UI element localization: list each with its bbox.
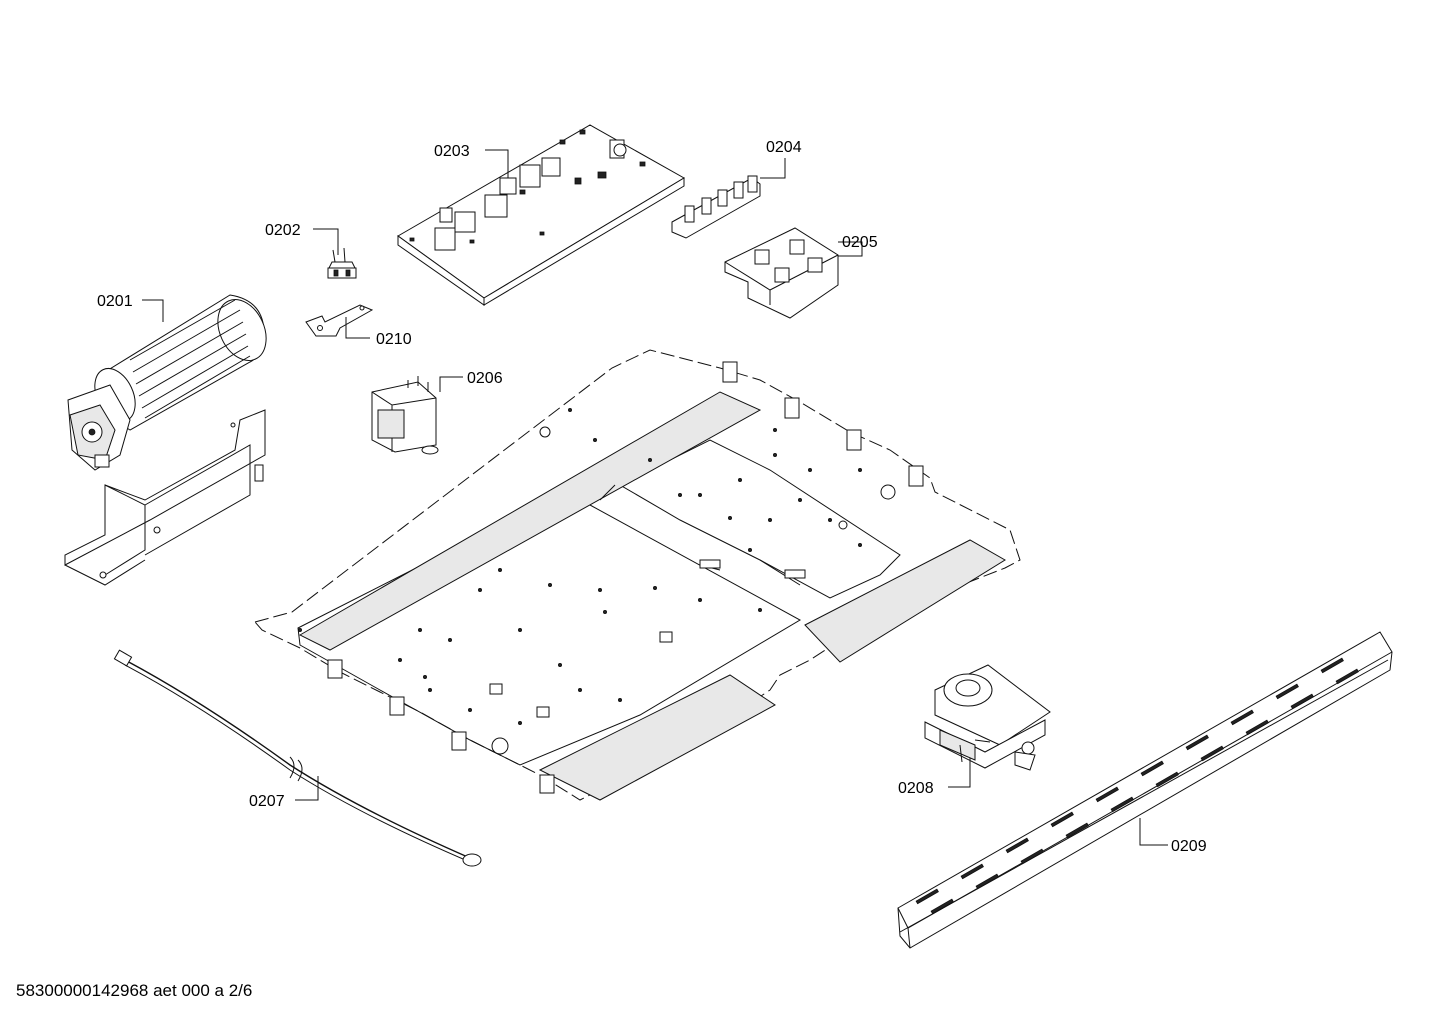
- label-0207: 0207: [249, 793, 285, 810]
- part-0201-tangential-fan: [67, 294, 267, 471]
- part-0205-connector-housing: [724, 227, 839, 319]
- leader-lines: [142, 149, 1168, 846]
- part-0202-thermostat: [327, 247, 357, 279]
- part-0207-wire: [113, 649, 482, 867]
- fan-bracket: [64, 409, 266, 586]
- label-0205: 0205: [842, 234, 878, 251]
- part-0203-control-board: [397, 124, 685, 306]
- label-0203: 0203: [434, 143, 470, 160]
- part-0206-transformer: [371, 376, 439, 455]
- label-0209: 0209: [1171, 838, 1207, 855]
- part-0204-connector-strip: [671, 175, 761, 239]
- label-0201: 0201: [97, 293, 133, 310]
- part-0209-rail: [897, 631, 1393, 949]
- label-0210: 0210: [376, 331, 412, 348]
- label-0208: 0208: [898, 780, 934, 797]
- document-footer-id: 58300000142968 aet 000 a 2/6: [16, 981, 253, 1000]
- part-labels: 0201 0202 0203 0204 0205 0206 0207 0208 …: [97, 139, 1207, 855]
- part-0208-motor-assembly: [924, 664, 1051, 771]
- label-0204: 0204: [766, 139, 802, 156]
- label-0206: 0206: [467, 370, 503, 387]
- part-0210-bracket: [305, 304, 374, 337]
- base-plate: [254, 349, 1021, 801]
- label-0202: 0202: [265, 222, 301, 239]
